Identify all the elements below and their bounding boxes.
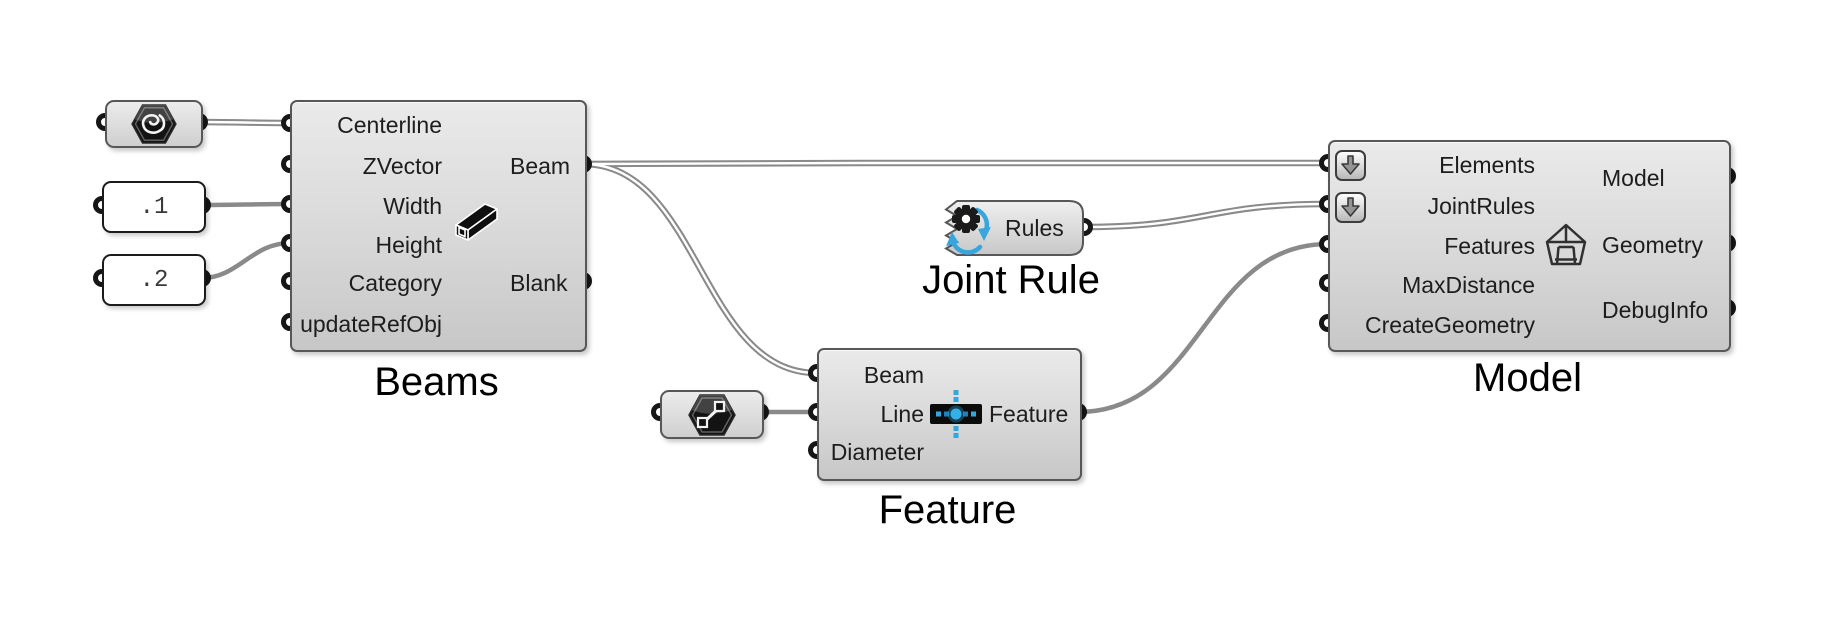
panel-value: .2 [139,266,169,294]
line-param-node[interactable] [660,390,764,439]
down-arrow-icon [1337,152,1364,179]
wire-cores [198,120,1329,375]
gear-refresh-icon [946,205,991,255]
beams-input-label: Height [375,232,442,258]
value-panel-2[interactable]: .2 [102,254,206,306]
beams-input-label: updateRefObj [300,311,442,337]
joint-rule-output-label: Rules [1005,215,1064,241]
model-output-label: Model [1602,165,1665,191]
model-node-label: Model [1473,356,1582,400]
beams-input-label: ZVector [362,153,442,179]
drill-feature-icon [930,388,982,445]
model-output-label: DebugInfo [1602,297,1709,323]
wire-feature-to-features[interactable] [1077,241,1329,415]
model-input-label: Elements [1439,152,1535,178]
beams-input-label: Width [383,193,442,219]
beam-3d-icon [448,198,504,255]
joint-rule-node-label: Joint Rule [922,258,1100,302]
beams-output-label: Blank [510,270,568,296]
flatten-jointrules-button[interactable] [1335,192,1366,223]
feature-input-label: Beam [863,362,924,388]
beams-component[interactable]: Centerline ZVector Width Height Category… [290,100,587,352]
joint-rule-component[interactable]: Rules [939,199,1085,257]
feature-node-label: Feature [878,488,1017,532]
model-input-label: CreateGeometry [1364,312,1535,338]
beams-node-label: Beams [374,360,499,404]
model-component[interactable]: Elements JointRules Features MaxDistance… [1328,140,1731,352]
line-segment-icon [688,393,736,437]
feature-input-label: Line [880,401,924,427]
feature-output-label: Feature [989,401,1069,427]
beams-output-label: Beam [510,153,571,179]
wireframe-model-icon [1542,222,1590,275]
feature-component[interactable]: Beam Line Diameter Feature [817,348,1082,481]
value-panel-1[interactable]: .1 [102,181,206,233]
model-input-label: MaxDistance [1402,272,1535,298]
model-output-label: Geometry [1602,232,1703,258]
wire-panel1-to-width[interactable] [201,201,291,208]
flatten-elements-button[interactable] [1335,150,1366,181]
model-input-label: JointRules [1427,193,1535,219]
curve-param-node[interactable] [105,100,203,148]
panel-value: .1 [139,193,169,221]
beams-input-label: Centerline [337,112,442,138]
down-arrow-icon [1337,194,1364,221]
model-input-label: Features [1444,233,1535,259]
feature-input-label: Diameter [830,439,924,465]
beams-input-label: Category [348,270,442,296]
curve-spiral-icon [131,103,177,145]
wire-panel2-to-height[interactable] [201,240,291,281]
